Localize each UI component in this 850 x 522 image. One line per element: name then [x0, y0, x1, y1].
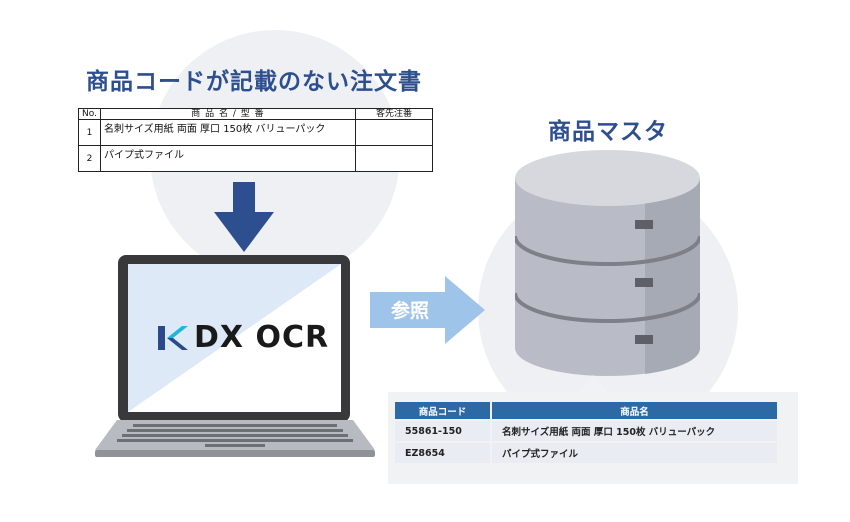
order-form-title: 商品コードが記載のない注文書 [86, 69, 422, 95]
order-form-row-product: パイプ式ファイル [99, 145, 357, 172]
order-form-row-product: 名刺サイズ用紙 両面 厚口 150枚 バリューパック [99, 119, 357, 146]
order-form-header-no: No. [78, 108, 101, 120]
product-code-cell: 55861-150 [395, 421, 490, 441]
product-master-table-panel: 商品コード 商品名 55861-150 名刺サイズ用紙 両面 厚口 150枚 バ… [388, 392, 798, 484]
product-master-title: 商品マスタ [548, 119, 668, 145]
table-row: 55861-150 名刺サイズ用紙 両面 厚口 150枚 バリューパック [395, 421, 777, 441]
dx-ocr-logo-text: DX OCR [194, 320, 330, 355]
order-form-header-product: 商 品 名 / 型 番 [99, 108, 357, 120]
table-row: EZ8654 パイプ式ファイル [395, 443, 777, 463]
column-header-product-code: 商品コード [395, 402, 490, 419]
order-form-header-customer: 客先注番 [355, 108, 433, 120]
laptop-screen: DX OCR [128, 264, 341, 412]
column-header-product-name: 商品名 [490, 402, 777, 419]
product-code-cell: EZ8654 [395, 443, 490, 463]
product-master-table: 商品コード 商品名 55861-150 名刺サイズ用紙 両面 厚口 150枚 バ… [395, 400, 777, 465]
dx-ocr-logo: DX OCR [158, 320, 329, 355]
reference-arrow-icon [370, 276, 485, 344]
order-form-header-row: No. 商 品 名 / 型 番 客先注番 [78, 108, 433, 120]
down-arrow-icon [214, 182, 274, 252]
screen-diagonal-shade [128, 264, 341, 412]
database-icon [515, 150, 700, 376]
laptop-keyboard-base [95, 420, 375, 457]
order-form-row-customer [355, 145, 433, 172]
dx-ocr-logo-icon [158, 325, 188, 350]
order-form-row: 1 名刺サイズ用紙 両面 厚口 150枚 バリューパック [78, 119, 433, 146]
callout-pointer [578, 375, 608, 393]
order-form-row-customer [355, 119, 433, 146]
order-form-row-no: 2 [78, 145, 101, 172]
product-master-header-row: 商品コード 商品名 [395, 402, 777, 419]
order-form-row: 2 パイプ式ファイル [78, 145, 433, 172]
order-form-document: No. 商 品 名 / 型 番 客先注番 1 名刺サイズ用紙 両面 厚口 150… [78, 108, 433, 172]
order-form-row-no: 1 [78, 119, 101, 146]
product-name-cell: パイプ式ファイル [490, 443, 777, 463]
product-name-cell: 名刺サイズ用紙 両面 厚口 150枚 バリューパック [490, 421, 777, 441]
reference-label: 参照 [391, 300, 430, 322]
